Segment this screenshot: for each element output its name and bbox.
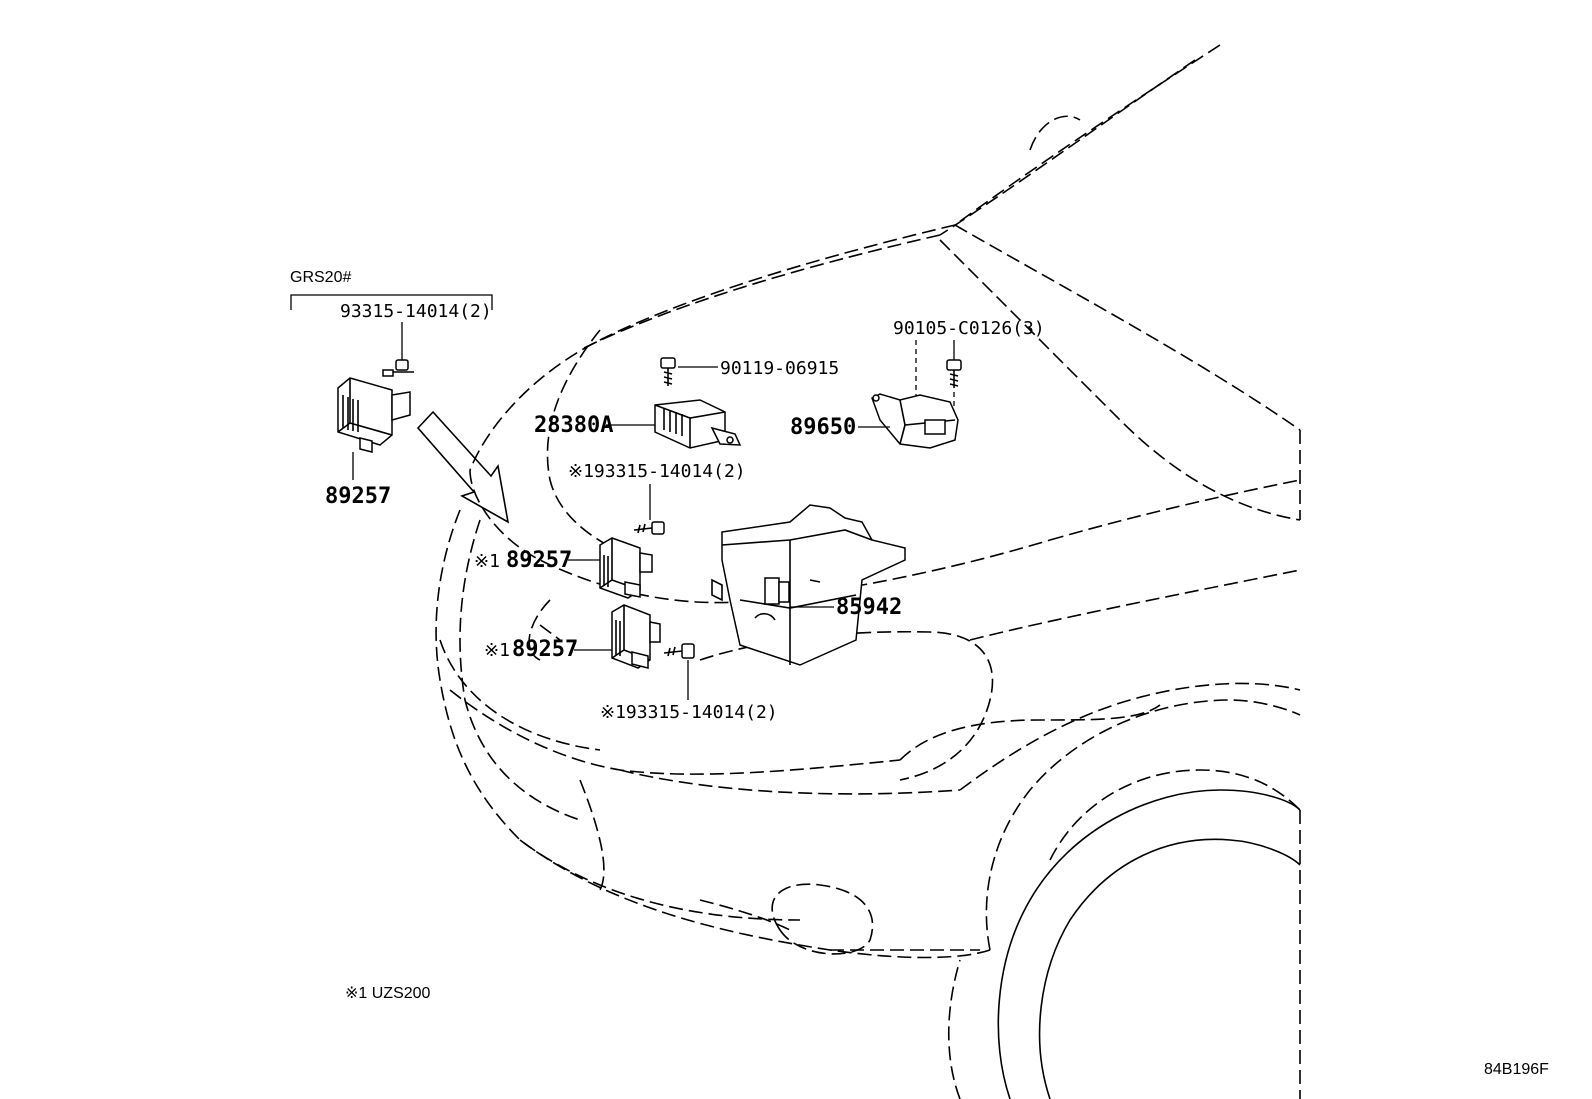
callout-90105: 90105-C0126(3) bbox=[893, 318, 1045, 420]
callout-bolt-lower: ※193315-14014(2) bbox=[600, 643, 778, 723]
callout-89650: 89650 bbox=[790, 393, 959, 449]
grs20-part-label: 89257 bbox=[325, 484, 391, 509]
bolt-90105-icon bbox=[946, 359, 962, 388]
bolt-90105-label: 90105-C0126(3) bbox=[893, 318, 1045, 339]
sensor-89257-lower-icon bbox=[611, 604, 661, 669]
part-89257-upper-mark: ※1 bbox=[474, 551, 500, 572]
bolt-lower-icon bbox=[663, 643, 695, 659]
callout-89257-lower: ※1 89257 bbox=[484, 604, 661, 669]
bolt-upper-label: ※193315-14014(2) bbox=[568, 461, 746, 482]
bolt-lower-label: ※193315-14014(2) bbox=[600, 702, 778, 723]
bolt-90119-label: 90119-06915 bbox=[720, 358, 839, 379]
grs20-bracket bbox=[290, 294, 493, 310]
part-89257-lower-label: 89257 bbox=[512, 637, 578, 662]
callout-85942: 85942 bbox=[711, 504, 906, 666]
bolt-90119-icon bbox=[660, 357, 676, 386]
grs20-label: GRS20# bbox=[290, 269, 351, 286]
callout-90119: 90119-06915 bbox=[660, 357, 839, 386]
callout-28380a: 28380A bbox=[534, 399, 742, 449]
part-85942-label: 85942 bbox=[836, 595, 902, 620]
callout-bolt-upper: ※193315-14014(2) bbox=[568, 461, 746, 535]
relay-block-85942-icon bbox=[711, 504, 906, 666]
diagram-id: 84B196F bbox=[1484, 1061, 1549, 1078]
part-89257-lower-mark: ※1 bbox=[484, 640, 510, 661]
grs20-bolt-label: 93315-14014(2) bbox=[340, 301, 492, 322]
callout-89257-upper: ※1 89257 bbox=[474, 537, 653, 599]
part-28380a-label: 28380A bbox=[534, 413, 613, 438]
part-89650-label: 89650 bbox=[790, 415, 856, 440]
part-89257-upper-label: 89257 bbox=[506, 548, 572, 573]
bolt-upper-icon bbox=[633, 521, 665, 535]
sensor-89257-upper-icon bbox=[599, 537, 653, 599]
relay-28380a-icon bbox=[654, 399, 742, 449]
grs20-bolt-icon bbox=[382, 359, 414, 377]
grs20-sensor-89257-icon bbox=[337, 377, 411, 453]
footnote: ※1 UZS200 bbox=[345, 985, 431, 1002]
grs20-group: GRS20# 93315-14014(2) 89257 bbox=[290, 269, 493, 509]
module-89650-icon bbox=[871, 393, 959, 449]
